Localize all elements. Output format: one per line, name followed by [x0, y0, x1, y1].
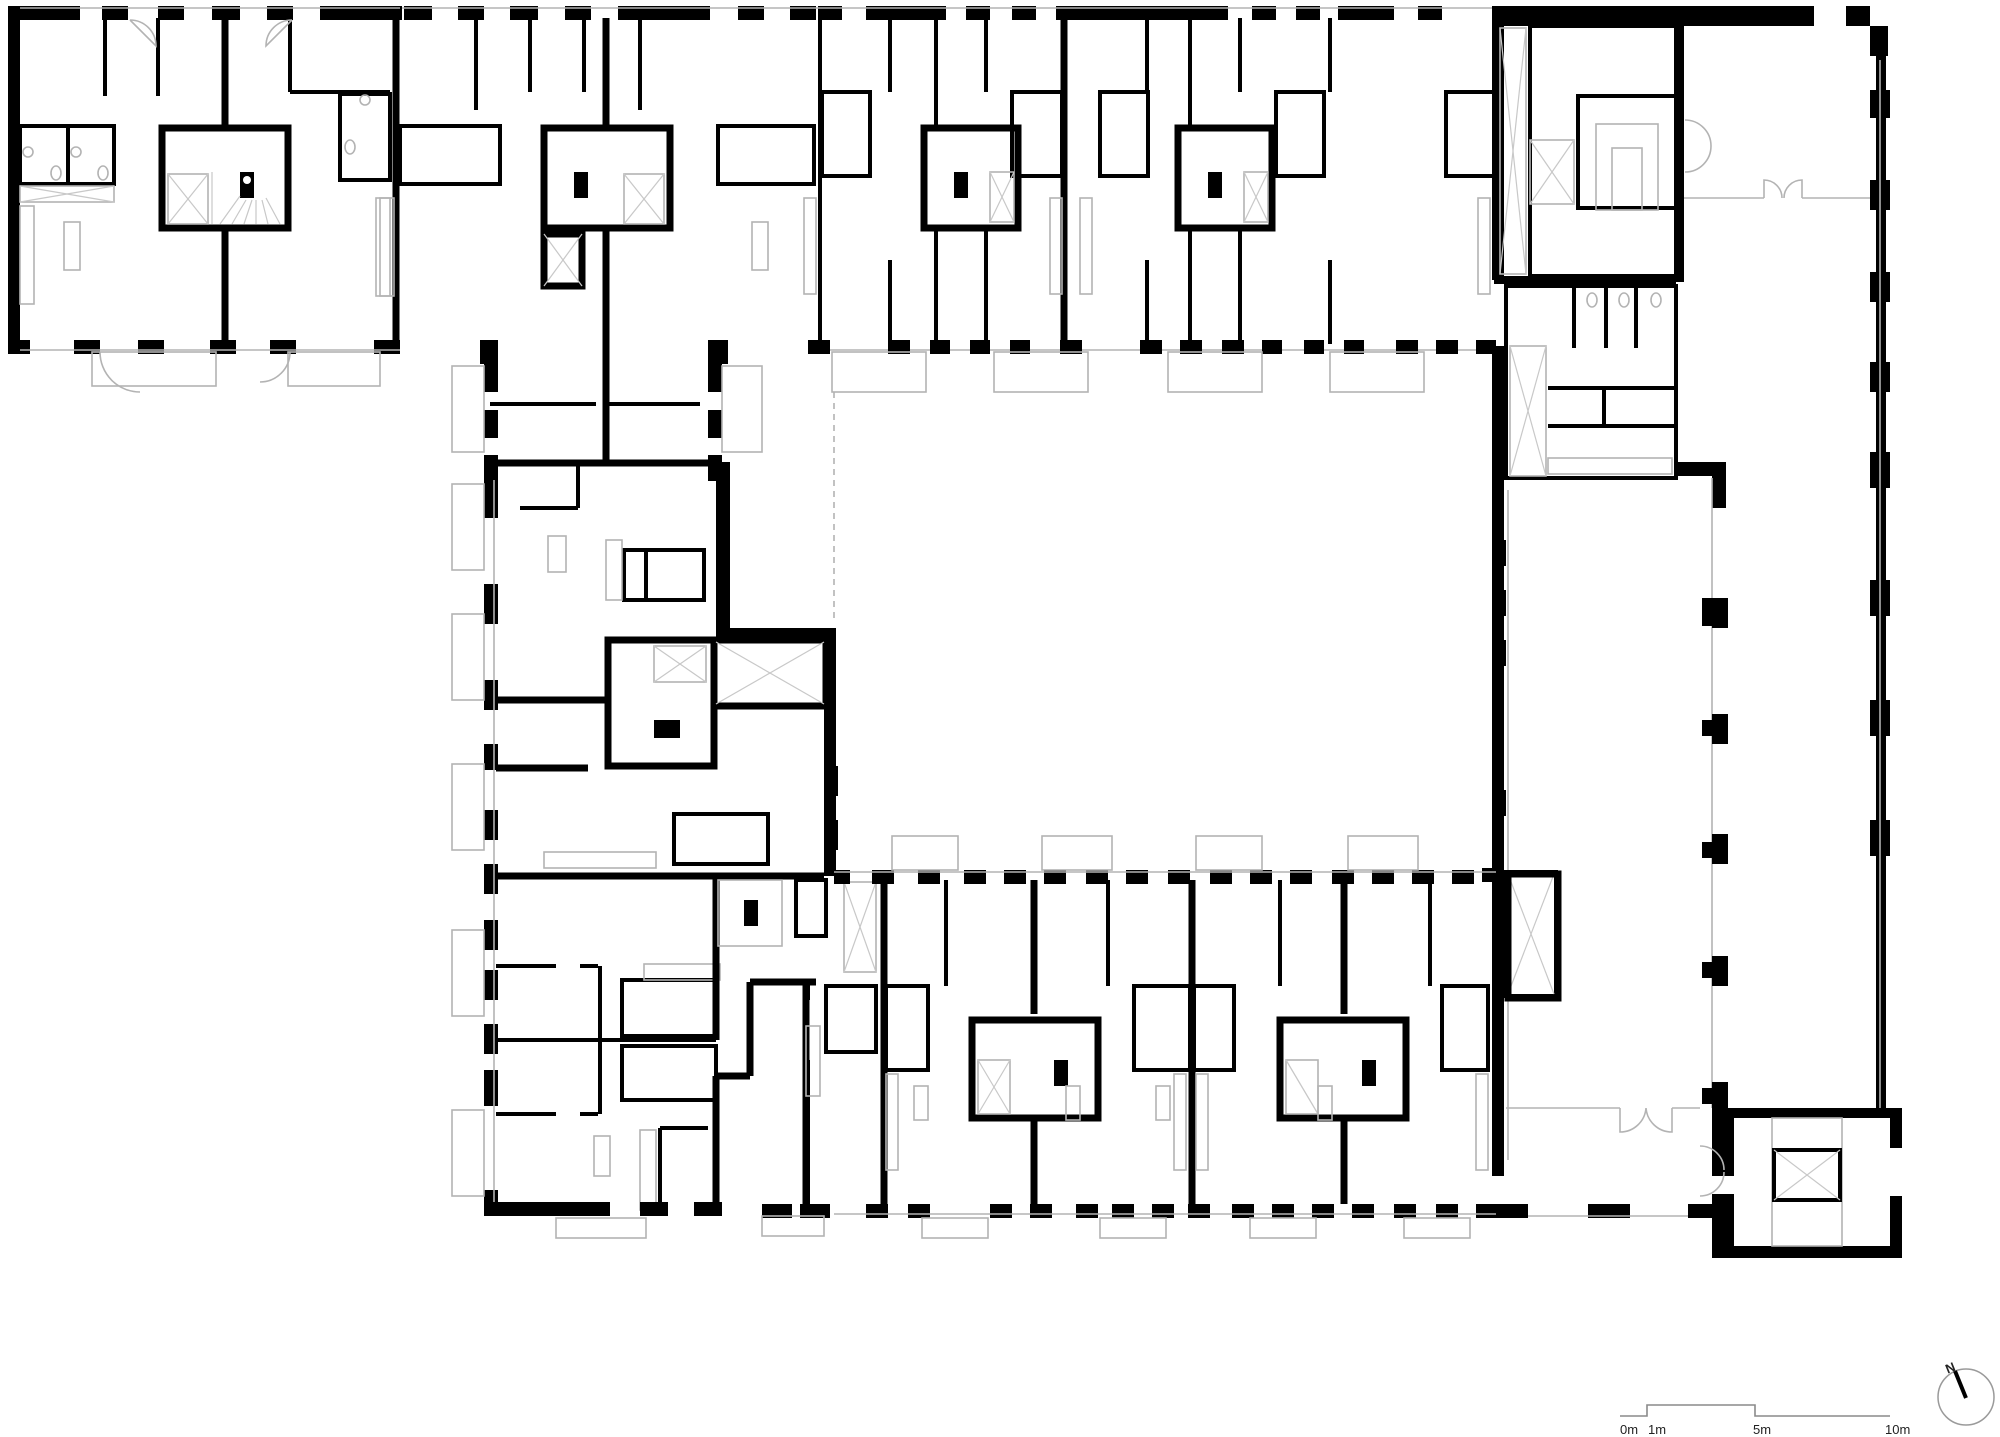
- scale-label-10m: 10m: [1885, 1422, 1910, 1437]
- scale-label-1m: 1m: [1648, 1422, 1666, 1437]
- southeast-stair-tower: [1699, 1108, 1902, 1258]
- scale-label-5m: 5m: [1753, 1422, 1771, 1437]
- north-wing-center: [379, 6, 816, 481]
- northwest-wing: [8, 6, 402, 393]
- south-wing: [834, 835, 1562, 1239]
- scale-bar: 0m 1m 5m 10m: [1620, 1404, 1910, 1437]
- north-wing-east: [803, 6, 1500, 620]
- scale-label-0m: 0m: [1620, 1422, 1638, 1437]
- northeast-core: [1492, 6, 1882, 508]
- east-hall: [1482, 26, 1890, 1218]
- north-arrow: N: [1937, 1359, 1995, 1426]
- west-wing: [451, 462, 878, 1239]
